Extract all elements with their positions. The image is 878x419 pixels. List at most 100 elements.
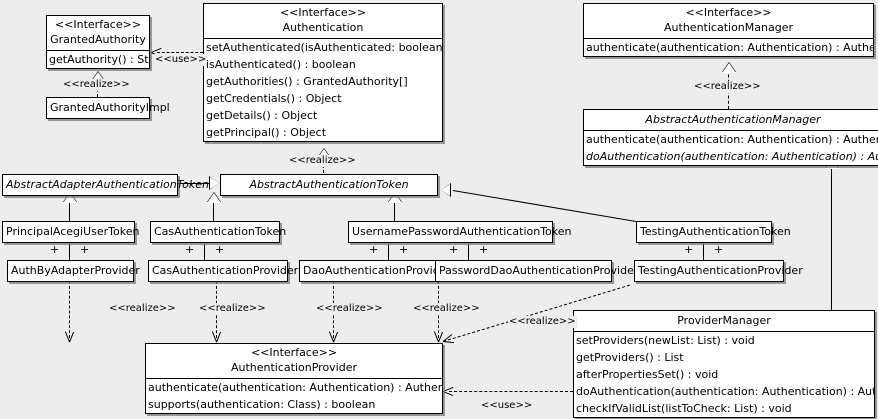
class-testing-authentication-provider[interactable]: TestingAuthenticationProvider	[634, 260, 803, 282]
class-header-testing-authentication-token: TestingAuthenticationToken	[637, 222, 791, 242]
label-realize-authentication-manager: <<realize>>	[693, 81, 762, 93]
class-granted-authority[interactable]: <<Interface>> GrantedAuthority getAuthor…	[46, 15, 150, 69]
connector-generalization-cas-token	[213, 202, 214, 221]
class-name-username-password-authentication-token: UsernamePasswordAuthenticationToken	[352, 225, 572, 238]
multiplicity-testing-left: +	[684, 243, 694, 256]
operation-row: supports(authentication: Class) : boolea…	[148, 398, 376, 411]
generalization-arrowhead-testing-token	[441, 184, 450, 196]
connector-generalization-username-password-token	[394, 202, 395, 221]
multiplicity-dao-right: +	[399, 243, 409, 256]
stereotype-authentication-provider: <<Interface>>	[250, 346, 338, 359]
class-header-granted-authority-impl: GrantedAuthorityImpl	[47, 98, 170, 118]
multiplicity-dao-left: +	[369, 243, 379, 256]
realize-arrowhead-authentication-manager	[722, 63, 736, 73]
operations-abstract-authentication-manager: authenticate(authentication: Authenticat…	[584, 131, 878, 165]
operation-row: authenticate(authentication: Authenticat…	[148, 381, 442, 394]
connector-realize-auth-by-adapter	[69, 281, 70, 338]
class-header-abstract-adapter-authentication-token: AbstractAdapterAuthenticationToken	[3, 175, 209, 195]
class-header-testing-authentication-provider: TestingAuthenticationProvider	[635, 261, 803, 281]
connector-use-granted-authority	[157, 52, 203, 53]
operations-authentication-manager: authenticate(authentication: Authenticat…	[584, 39, 873, 56]
operation-row: doAuthentication(authentication: Authent…	[576, 385, 874, 398]
class-authentication[interactable]: <<Interface>> Authentication setAuthenti…	[203, 3, 443, 142]
class-username-password-authentication-token[interactable]: UsernamePasswordAuthenticationToken	[348, 221, 572, 243]
connector-use-provider-manager	[449, 391, 573, 392]
class-auth-by-adapter-provider[interactable]: AuthByAdapterProvider	[7, 260, 140, 282]
class-header-dao-authentication-provider: DaoAuthenticationProvider	[300, 261, 451, 281]
class-authentication-manager[interactable]: <<Interface>> AuthenticationManager auth…	[583, 3, 874, 57]
label-realize-dao-provider: <<realize>>	[315, 303, 384, 315]
stereotype-authentication-manager: <<Interface>>	[685, 6, 772, 19]
class-header-cas-authentication-provider: CasAuthenticationProvider	[149, 261, 298, 281]
class-password-dao-authentication-provider[interactable]: PasswordDaoAuthenticationProvider	[435, 260, 639, 282]
label-realize-testing-provider: <<realize>>	[508, 316, 577, 328]
connector-generalization-adapter-token	[178, 183, 210, 184]
class-name-provider-manager: ProviderManager	[677, 314, 771, 327]
operation-row: authenticate(authentication: Authenticat…	[586, 41, 873, 54]
class-principal-acegi-user-token[interactable]: PrincipalAcegiUserToken	[2, 221, 140, 243]
class-abstract-authentication-token[interactable]: AbstractAuthenticationToken	[220, 174, 438, 196]
multiplicity-password-dao-right: +	[479, 243, 489, 256]
class-header-abstract-authentication-manager: AbstractAuthenticationManager	[584, 110, 878, 131]
class-header-password-dao-authentication-provider: PasswordDaoAuthenticationProvider	[436, 261, 639, 281]
class-name-cas-authentication-token: CasAuthenticationToken	[154, 225, 287, 238]
class-cas-authentication-provider[interactable]: CasAuthenticationProvider	[148, 260, 298, 282]
connector-association-dao	[388, 241, 389, 260]
class-testing-authentication-token[interactable]: TestingAuthenticationToken	[636, 221, 791, 243]
stereotype-authentication: <<Interface>>	[279, 6, 367, 19]
generalization-arrowhead-username-password	[388, 193, 402, 203]
class-header-abstract-authentication-token: AbstractAuthenticationToken	[221, 175, 437, 195]
operation-row: getDetails() : Object	[206, 109, 318, 122]
operation-row: getCredentials() : Object	[206, 92, 342, 105]
operation-row: setAuthenticated(isAuthenticated: boolea…	[206, 41, 442, 54]
multiplicity-cas-right: +	[215, 243, 225, 256]
class-abstract-authentication-manager[interactable]: AbstractAuthenticationManager authentica…	[583, 109, 878, 166]
class-name-authentication-provider: AuthenticationProvider	[230, 361, 358, 374]
operations-provider-manager: setProviders(newList: List) : void getPr…	[574, 332, 874, 417]
label-realize-password-dao-provider: <<realize>>	[412, 303, 481, 315]
label-realize-auth-by-adapter: <<realize>>	[108, 303, 177, 315]
class-name-password-dao-authentication-provider: PasswordDaoAuthenticationProvider	[439, 264, 639, 277]
class-name-dao-authentication-provider: DaoAuthenticationProvider	[303, 264, 451, 277]
class-header-cas-authentication-token: CasAuthenticationToken	[151, 222, 287, 242]
class-name-authentication: Authentication	[282, 21, 364, 34]
class-name-abstract-authentication-manager: AbstractAuthenticationManager	[645, 113, 821, 126]
class-name-principal-acegi-user-token: PrincipalAcegiUserToken	[6, 225, 140, 238]
class-abstract-adapter-authentication-token[interactable]: AbstractAdapterAuthenticationToken	[2, 174, 209, 196]
class-granted-authority-impl[interactable]: GrantedAuthorityImpl	[46, 97, 170, 119]
class-provider-manager[interactable]: ProviderManager setProviders(newList: Li…	[573, 310, 875, 418]
class-name-testing-authentication-token: TestingAuthenticationToken	[640, 225, 791, 238]
multiplicity-password-dao-left: +	[449, 243, 459, 256]
class-header-provider-manager: ProviderManager	[574, 311, 874, 332]
label-realize-granted-authority: <<realize>>	[62, 79, 131, 91]
operations-authentication: setAuthenticated(isAuthenticated: boolea…	[204, 39, 442, 141]
generalization-arrowhead-principal-acegi	[63, 193, 77, 203]
connector-generalization-principal-acegi-token	[69, 202, 70, 221]
connector-association-testing	[703, 241, 704, 260]
generalization-arrowhead-cas-token	[207, 193, 221, 203]
operation-row: isAuthenticated() : boolean	[206, 58, 356, 71]
operation-row: getProviders() : List	[576, 351, 684, 364]
realize-arrowhead-authentication	[317, 149, 331, 159]
operation-row: afterPropertiesSet() : void	[576, 368, 719, 381]
class-name-testing-authentication-provider: TestingAuthenticationProvider	[638, 264, 803, 277]
class-header-authentication-provider: <<Interface>> AuthenticationProvider	[146, 344, 442, 379]
operations-authentication-provider: authenticate(authentication: Authenticat…	[146, 379, 442, 413]
operations-granted-authority: getAuthority() : String	[47, 51, 149, 68]
class-cas-authentication-token[interactable]: CasAuthenticationToken	[150, 221, 287, 243]
multiplicity-principal-acegi-left: +	[50, 243, 60, 256]
class-name-abstract-authentication-token: AbstractAuthenticationToken	[249, 178, 409, 191]
stereotype-granted-authority: <<Interface>>	[54, 18, 142, 31]
operation-row: authenticate(authentication: Authenticat…	[586, 133, 878, 146]
multiplicity-testing-right: +	[714, 243, 724, 256]
class-name-granted-authority-impl: GrantedAuthorityImpl	[50, 101, 170, 114]
class-name-auth-by-adapter-provider: AuthByAdapterProvider	[11, 264, 140, 277]
class-dao-authentication-provider[interactable]: DaoAuthenticationProvider	[299, 260, 451, 282]
operation-row: getAuthorities() : GrantedAuthority[]	[206, 75, 408, 88]
label-realize-authentication: <<realize>>	[288, 155, 357, 167]
operation-row: doAuthentication(authentication: Authent…	[586, 150, 878, 163]
connector-association-cas	[204, 241, 205, 260]
label-use-granted-authority: <<use>>	[154, 54, 208, 66]
class-authentication-provider[interactable]: <<Interface>> AuthenticationProvider aut…	[145, 343, 443, 414]
